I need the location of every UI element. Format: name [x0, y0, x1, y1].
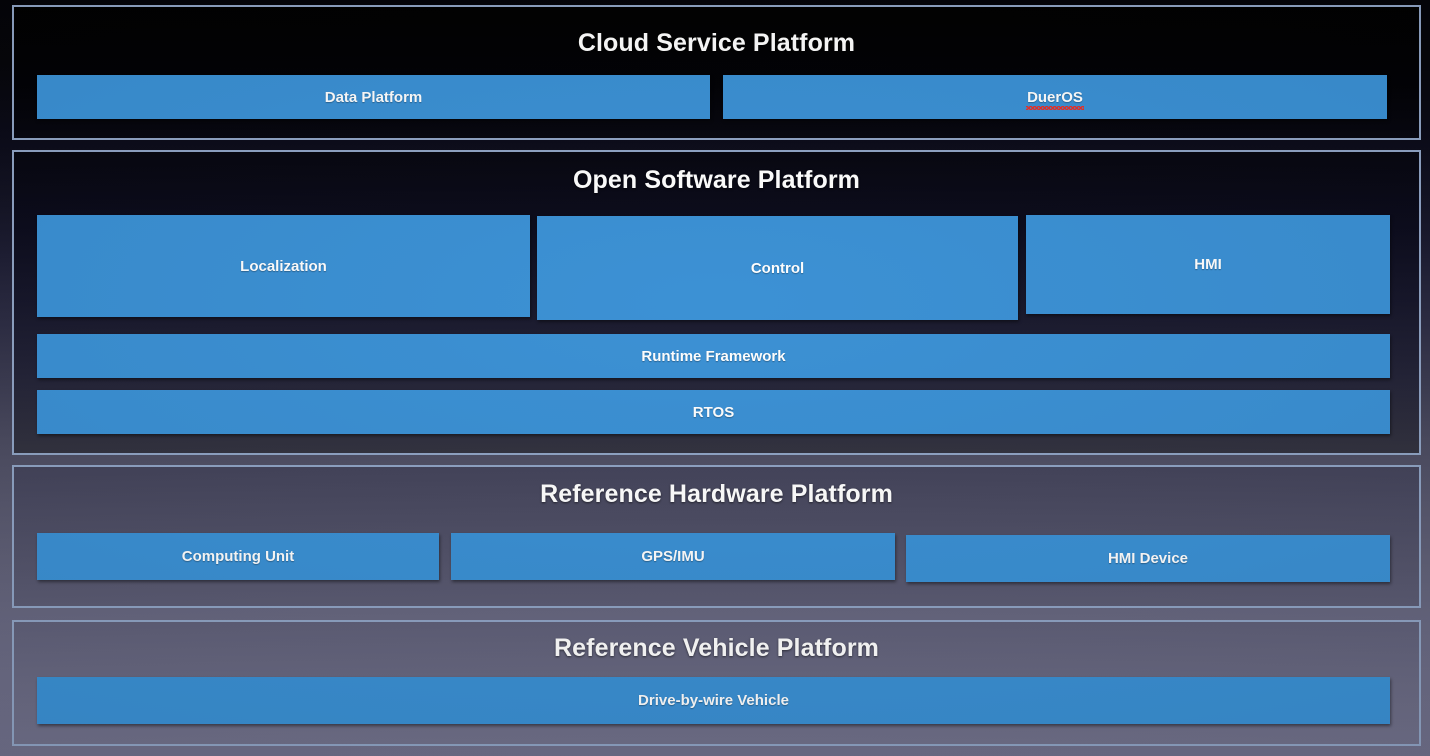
box-label-dueros: DuerOS [1026, 88, 1084, 110]
box-label-computing-unit: Computing Unit [181, 548, 295, 565]
box-label-localization: Localization [240, 257, 327, 275]
box-data-platform[interactable]: Data Platform [37, 75, 710, 119]
box-dueros[interactable]: DuerOS [723, 75, 1387, 119]
box-drive-by-wire-vehicle[interactable]: Drive-by-wire Vehicle [37, 677, 1390, 724]
box-localization[interactable]: Localization [37, 215, 530, 317]
box-hmi[interactable]: HMI [1026, 215, 1390, 314]
panel-title-reference-hardware-platform: Reference Hardware Platform [540, 480, 893, 508]
panel-cloud-service-platform: Cloud Service Platform Data Platform Due… [12, 5, 1421, 140]
box-label-hmi: HMI [1194, 256, 1222, 273]
box-control[interactable]: Control [537, 216, 1018, 320]
panel-reference-hardware-platform: Reference Hardware Platform Computing Un… [12, 465, 1421, 608]
box-label-rtos: RTOS [692, 403, 735, 421]
box-label-drive-by-wire-vehicle: Drive-by-wire Vehicle [638, 692, 789, 709]
box-runtime-framework[interactable]: Runtime Framework [37, 334, 1390, 378]
panel-title-open-software-platform: Open Software Platform [573, 166, 860, 194]
panel-title-cloud-service-platform: Cloud Service Platform [577, 29, 856, 57]
box-computing-unit[interactable]: Computing Unit [37, 533, 439, 580]
box-label-gps-imu: GPS/IMU [641, 548, 705, 565]
box-label-runtime-framework: Runtime Framework [641, 347, 786, 365]
panel-reference-vehicle-platform: Reference Vehicle Platform Drive-by-wire… [12, 620, 1421, 746]
panel-open-software-platform: Open Software Platform Localization Cont… [12, 150, 1421, 455]
box-label-hmi-device: HMI Device [1107, 550, 1189, 567]
box-gps-imu[interactable]: GPS/IMU [451, 533, 895, 580]
box-label-control: Control [750, 259, 805, 277]
box-label-data-platform: Data Platform [324, 88, 423, 106]
box-rtos[interactable]: RTOS [37, 390, 1390, 434]
panel-title-reference-vehicle-platform: Reference Vehicle Platform [554, 634, 879, 662]
box-hmi-device[interactable]: HMI Device [906, 535, 1390, 582]
